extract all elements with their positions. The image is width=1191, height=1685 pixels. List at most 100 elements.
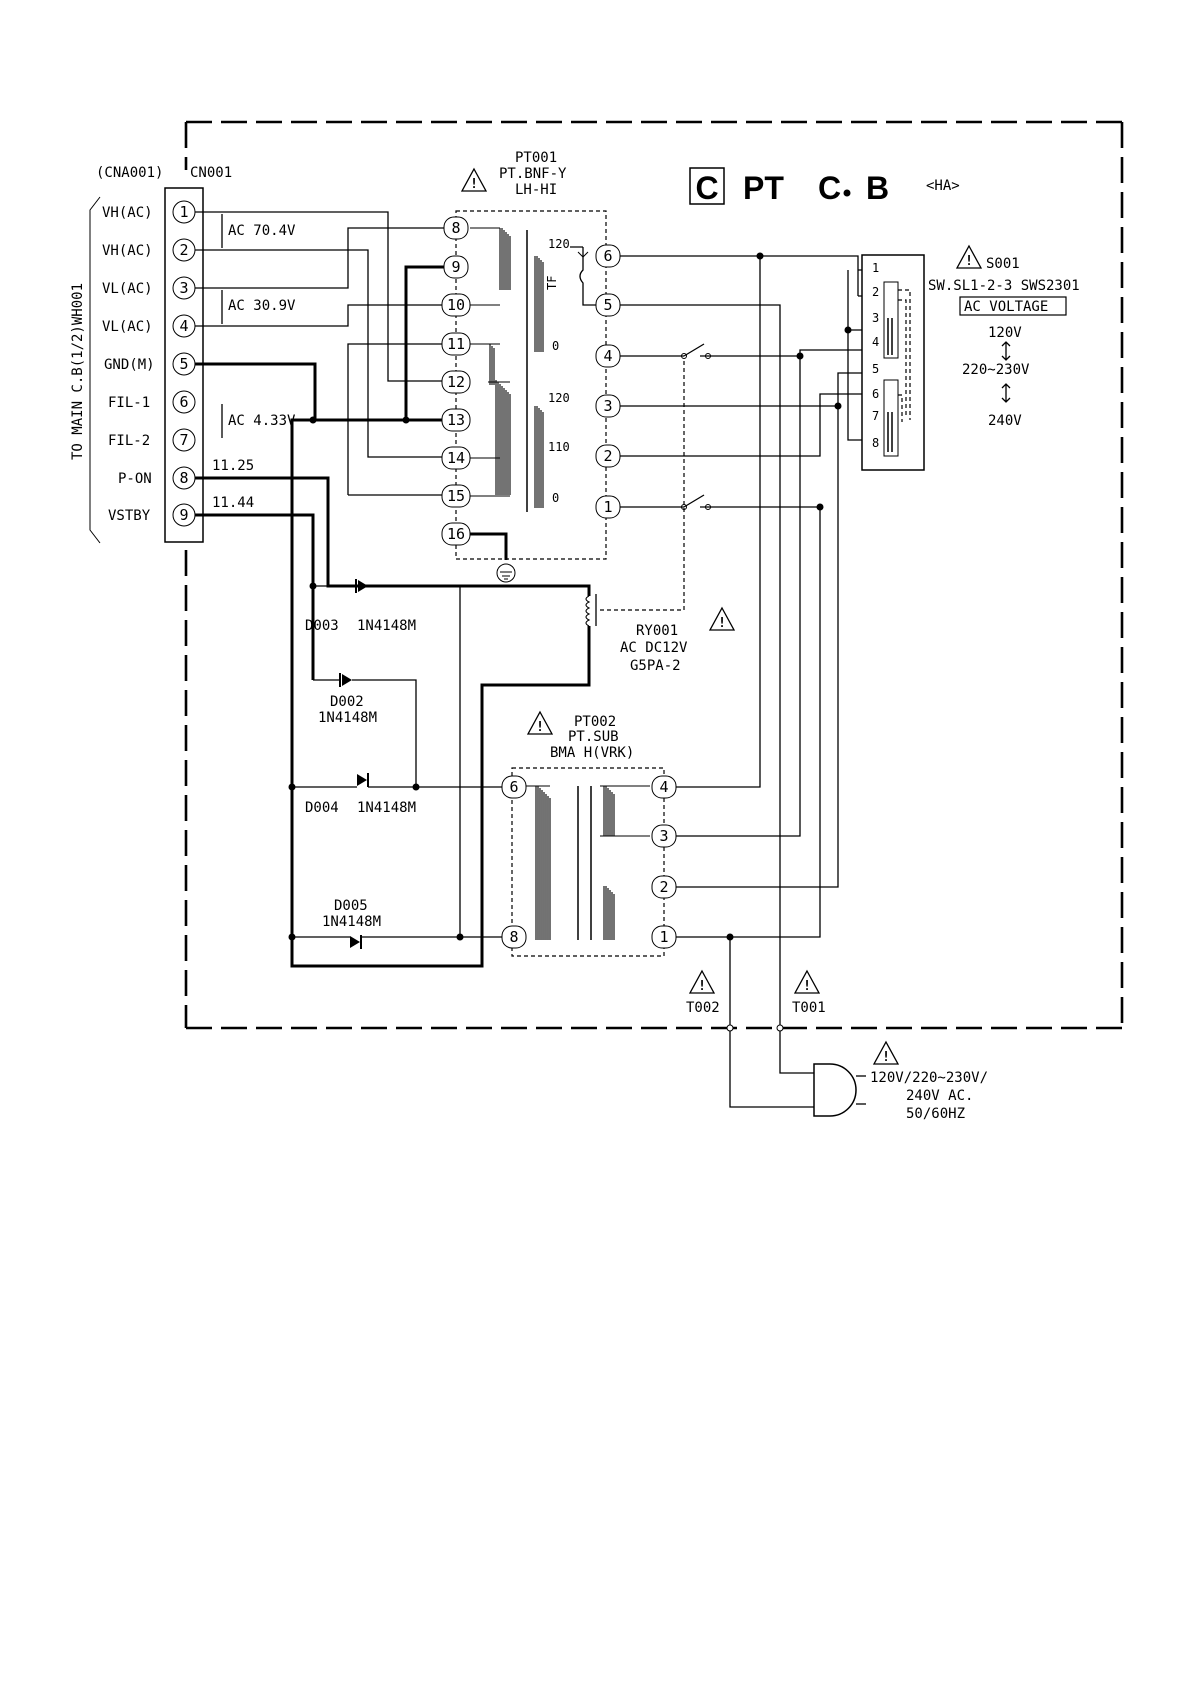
svg-text:12: 12: [447, 373, 465, 391]
svg-text:6: 6: [179, 393, 188, 411]
svg-text:2: 2: [872, 285, 879, 299]
s001-ref: S001: [986, 256, 1020, 272]
pin-2-label: VH(AC): [102, 243, 153, 259]
diode-d005: D005 1N4148M: [322, 898, 381, 949]
board-title: C PT C B <HA>: [689, 167, 960, 206]
svg-text:D002: D002: [330, 694, 364, 710]
pin-5-label: GND(M): [104, 357, 155, 373]
pt002-ref: PT002: [574, 714, 616, 730]
pt001-part: PT.BNF-Y: [499, 166, 567, 182]
power-plug: 120V/220~230V/ 240V AC. 50/60HZ: [813, 1041, 988, 1122]
svg-text:D004: D004: [305, 800, 339, 816]
svg-text:3: 3: [603, 397, 612, 415]
pin-2: 2 VH(AC): [102, 238, 196, 262]
svg-text:2: 2: [179, 241, 188, 259]
wiring-thin: [195, 211, 862, 1108]
pt001-ref: PT001: [515, 150, 557, 166]
s001-labels: S001 SW.SL1-2-3 SWS2301 AC VOLTAGE 120V …: [928, 245, 1080, 429]
t001-warning-icon: [794, 970, 820, 995]
pin-4-label: VL(AC): [102, 319, 153, 335]
s001-part: SW.SL1-2-3 SWS2301: [928, 278, 1080, 294]
pt001-labels: PT001 PT.BNF-Y LH-HI: [461, 150, 567, 198]
svg-text:10: 10: [447, 296, 465, 314]
svg-text:6: 6: [603, 247, 612, 265]
s001-switch: 1 2 3 4 5 6 7 8: [861, 254, 925, 471]
pin-8: 8P-ON: [118, 466, 196, 490]
voltage-fil: AC 4.33V: [228, 413, 296, 429]
voltage-pon: 11.25: [212, 458, 254, 474]
board-cb2: B: [866, 170, 889, 206]
connector-cn001: (CNA001) CN001 TO MAIN C.B(1/2)WH001 1VH…: [70, 165, 232, 544]
svg-text:1: 1: [659, 928, 668, 946]
svg-text:4: 4: [179, 317, 188, 335]
svg-text:4: 4: [872, 335, 879, 349]
svg-text:2: 2: [659, 878, 668, 896]
board-name: PT: [743, 170, 784, 206]
board-cb1: C: [818, 170, 841, 206]
pt001-tap-0-bottom: 0: [552, 491, 559, 505]
ground-symbol: [470, 532, 516, 583]
svg-text:9: 9: [179, 506, 188, 524]
svg-text:D003: D003: [305, 618, 339, 634]
pin-1: 1VH(AC): [102, 200, 196, 224]
svg-text:11: 11: [447, 335, 465, 353]
svg-text:1N4148M: 1N4148M: [318, 710, 377, 726]
pin-4: 4 VL(AC): [102, 314, 196, 338]
svg-text:D005: D005: [334, 898, 368, 914]
svg-text:4: 4: [659, 778, 668, 796]
power-warning-icon: [873, 1041, 899, 1066]
ry001-part: G5PA-2: [630, 658, 681, 674]
svg-text:1N4148M: 1N4148M: [357, 618, 416, 634]
svg-text:3: 3: [659, 827, 668, 845]
pt002-model: BMA H(VRK): [550, 745, 634, 761]
t002-warning-icon: [689, 970, 715, 995]
svg-text:1N4148M: 1N4148M: [322, 914, 381, 930]
pin-3: 3VL(AC): [102, 276, 196, 300]
svg-text:8: 8: [872, 436, 879, 450]
voltage-vh: AC 70.4V: [228, 223, 296, 239]
pin-3-label: VL(AC): [102, 281, 153, 297]
svg-text:7: 7: [179, 431, 188, 449]
ry001-warning-icon: [709, 607, 735, 632]
svg-text:6: 6: [872, 387, 879, 401]
ry001-ref: RY001: [636, 623, 678, 639]
svg-text:5: 5: [603, 296, 612, 314]
terminal-t001: T001: [792, 1000, 826, 1016]
pt001-tap-110: 110: [548, 440, 570, 454]
svg-text:13: 13: [447, 411, 465, 429]
pt002-windings: 6 8 4 3 2 1: [501, 775, 677, 949]
connector-brace: [89, 196, 101, 544]
pt002-outline: [511, 767, 665, 957]
svg-text:5: 5: [179, 355, 188, 373]
svg-text:8: 8: [451, 219, 460, 237]
pt002-warning-icon: [527, 711, 553, 736]
svg-text:5: 5: [872, 362, 879, 376]
pt001-thermal-fuse: TF: [545, 276, 559, 290]
diode-d002: D002 1N4148M: [318, 673, 377, 726]
board-region: <HA>: [926, 178, 960, 194]
pt001-windings: 120 TF 0 120 110 0: [470, 227, 609, 512]
connector-ref-left: (CNA001): [96, 165, 163, 181]
power-input-line3: 50/60HZ: [906, 1106, 965, 1122]
pt001-warning-icon: [461, 168, 487, 193]
svg-text:9: 9: [451, 258, 460, 276]
pin-9-label: VSTBY: [108, 508, 151, 524]
svg-text:6: 6: [509, 778, 518, 796]
voltage-vstby: 11.44: [212, 495, 254, 511]
svg-text:4: 4: [603, 347, 612, 365]
wiring-bold: [195, 265, 591, 968]
svg-text:16: 16: [447, 525, 465, 543]
pt002-labels: PT002 PT.SUB BMA H(VRK): [527, 711, 634, 761]
relay-ry001: RY001 AC DC12V G5PA-2: [585, 360, 735, 674]
diodes: D003 1N4148M D002 1N4148M D004 1N4148M D…: [305, 579, 416, 949]
board-code: C: [695, 170, 718, 206]
junction-dots: [288, 252, 852, 1032]
svg-text:2: 2: [603, 447, 612, 465]
pt001-secondary-pins: 8 9 10 11 12 13 14 15 16: [441, 216, 471, 546]
s001-setting-220: 220~230V: [962, 362, 1030, 378]
pin-8-label: P-ON: [118, 471, 152, 487]
svg-text:15: 15: [447, 487, 465, 505]
svg-text:7: 7: [872, 409, 879, 423]
